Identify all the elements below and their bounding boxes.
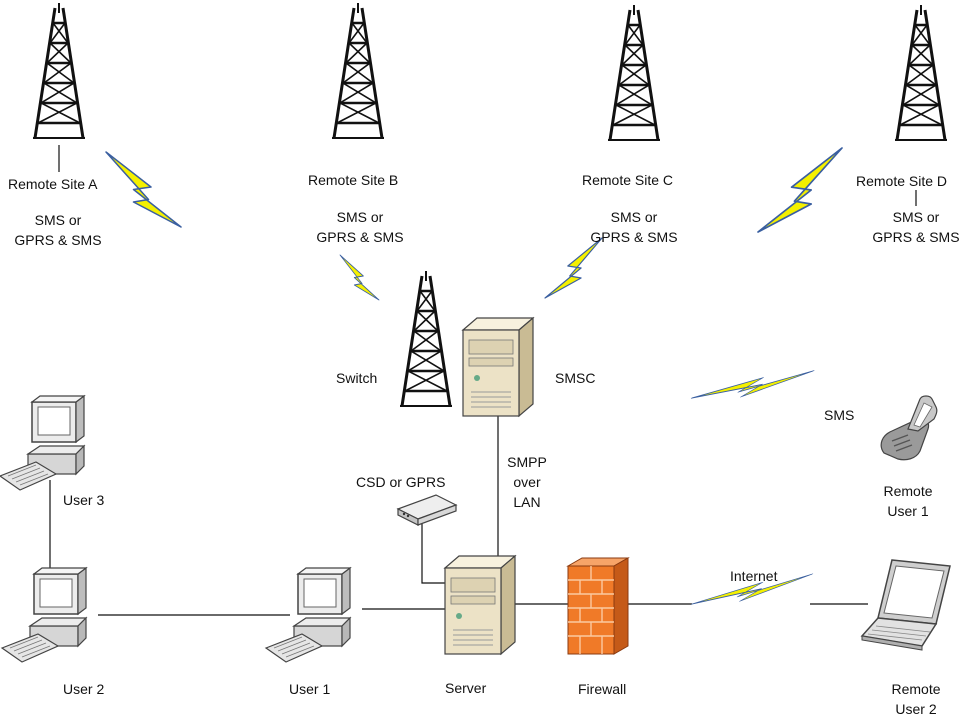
lightning-bolt-icon bbox=[690, 546, 814, 632]
desktop-computer-icon bbox=[1, 567, 87, 663]
sms-label: SMS bbox=[824, 407, 855, 423]
radio-tower-icon bbox=[398, 269, 454, 408]
lightning-bolt-icon bbox=[105, 151, 182, 228]
switch-label: Switch bbox=[336, 370, 378, 386]
lightning-bolt-icon bbox=[757, 147, 843, 233]
laptop-icon bbox=[861, 559, 951, 651]
radio-tower-icon bbox=[606, 3, 662, 142]
desktop-computer-icon bbox=[0, 395, 85, 491]
remote-user-1-line: User 1 bbox=[887, 503, 929, 519]
smpp-label: SMPP over LAN bbox=[500, 452, 554, 512]
smsc-server-icon bbox=[462, 317, 534, 417]
firewall-label: Firewall bbox=[578, 681, 627, 697]
protocol-line: SMS or bbox=[336, 209, 384, 225]
lightning-bolt-icon bbox=[339, 254, 380, 301]
server-icon bbox=[444, 555, 516, 655]
remote-user-2-line: Remote bbox=[891, 681, 941, 697]
firewall-icon bbox=[566, 557, 630, 655]
lightning-bolt-icon bbox=[690, 340, 815, 429]
smpp-line: over bbox=[513, 474, 541, 490]
protocol-line: GPRS & SMS bbox=[872, 229, 960, 245]
remote-site-c-label: Remote Site C bbox=[582, 172, 674, 188]
lightning-bolt-icon bbox=[544, 237, 603, 299]
protocol-line: GPRS & SMS bbox=[316, 229, 404, 245]
radio-tower-icon bbox=[330, 1, 386, 140]
protocol-line: SMS or bbox=[610, 209, 658, 225]
remote-user-2-label: Remote User 2 bbox=[876, 679, 956, 719]
internet-label: Internet bbox=[730, 568, 778, 584]
protocol-line: SMS or bbox=[892, 209, 940, 225]
server-label: Server bbox=[445, 680, 487, 696]
user-1-label: User 1 bbox=[289, 681, 331, 697]
remote-site-a-label: Remote Site A bbox=[8, 176, 98, 192]
remote-site-a-protocol: SMS or GPRS & SMS bbox=[8, 210, 108, 250]
modem-icon bbox=[397, 494, 457, 526]
remote-site-d-protocol: SMS or GPRS & SMS bbox=[866, 207, 966, 247]
mobile-phone-icon bbox=[880, 395, 938, 461]
protocol-line: GPRS & SMS bbox=[590, 229, 678, 245]
radio-tower-icon bbox=[31, 1, 87, 140]
user-2-label: User 2 bbox=[63, 681, 105, 697]
user-3-label: User 3 bbox=[63, 492, 105, 508]
radio-tower-icon bbox=[893, 3, 949, 142]
remote-site-b-protocol: SMS or GPRS & SMS bbox=[310, 207, 410, 247]
protocol-line: SMS or bbox=[34, 212, 82, 228]
protocol-line: GPRS & SMS bbox=[14, 232, 102, 248]
remote-site-c-protocol: SMS or GPRS & SMS bbox=[584, 207, 684, 247]
remote-site-b-label: Remote Site B bbox=[308, 172, 399, 188]
remote-user-1-line: Remote bbox=[883, 483, 933, 499]
smsc-label: SMSC bbox=[555, 370, 596, 386]
smpp-line: LAN bbox=[513, 494, 541, 510]
remote-site-d-label: Remote Site D bbox=[856, 173, 948, 189]
connection-lines bbox=[49, 145, 917, 616]
remote-user-1-label: Remote User 1 bbox=[868, 481, 948, 521]
smpp-line: SMPP bbox=[507, 454, 547, 470]
csd-gprs-label: CSD or GPRS bbox=[356, 474, 446, 490]
remote-user-2-line: User 2 bbox=[895, 701, 937, 717]
